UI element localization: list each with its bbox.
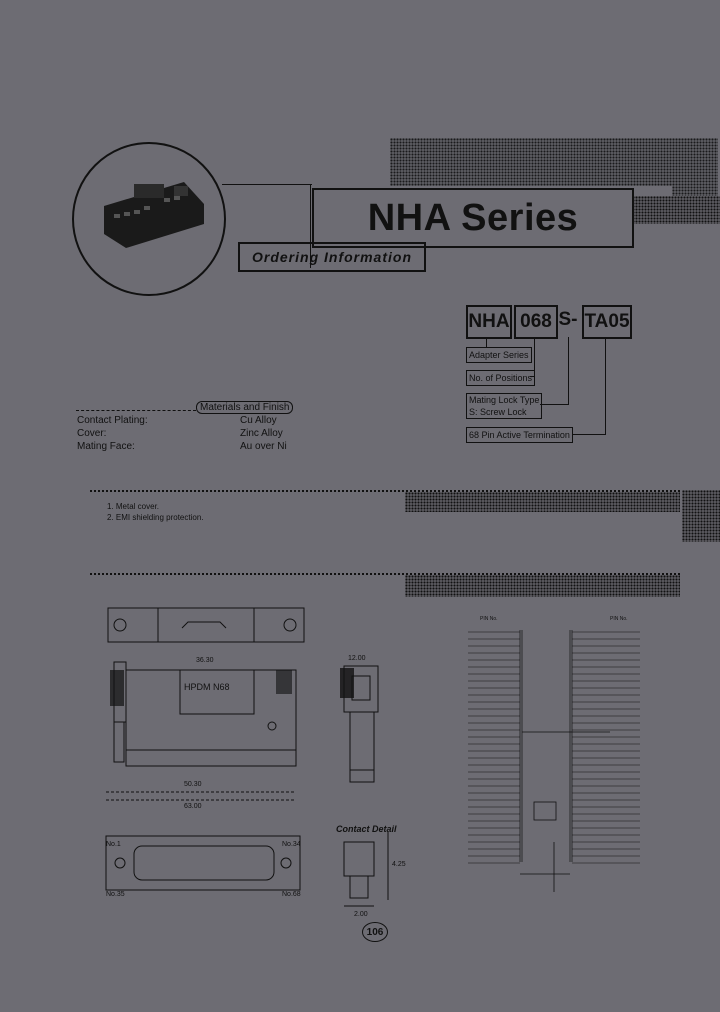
schematic-left-header: PIN No. — [480, 616, 498, 622]
materials-row: Contact Plating: Cu Alloy — [77, 415, 277, 426]
dim-width: 36.30 — [196, 657, 214, 664]
callout-line — [530, 376, 535, 377]
schematic-right-header: PIN No. — [610, 616, 628, 622]
pn-segment-positions: 068 — [514, 305, 558, 339]
callout-positions: No. of Positions — [466, 370, 536, 386]
materials-heading-line — [76, 410, 196, 411]
header-line — [222, 184, 312, 185]
callout-line — [605, 337, 606, 435]
callout-line — [534, 337, 535, 377]
callout-adapter-series: Adapter Series — [466, 347, 532, 363]
product-photo-circle — [72, 142, 226, 296]
materials-row: Cover: Zinc Alloy — [77, 428, 283, 439]
pin-label-no1: No.1 — [106, 841, 121, 848]
callout-line — [572, 434, 606, 435]
callout-screw-lock: S: Screw Lock — [469, 407, 527, 417]
materials-heading: Materials and Finish — [196, 401, 294, 414]
ordering-info-box: Ordering Information — [238, 242, 426, 272]
pin-label-no35: No.35 — [106, 891, 125, 898]
callout-line — [540, 404, 569, 405]
mechanical-drawing: 36.30 12.00 50.30 63.00 No.1 No.34 No.35… — [105, 607, 406, 918]
connector-photo — [104, 182, 204, 248]
page-number: 106 — [362, 922, 388, 942]
pn-segment-series: NHA — [466, 305, 512, 339]
drawings-halftone — [405, 575, 680, 597]
callout-line — [568, 337, 569, 405]
pn-segment-lock: S- — [558, 309, 578, 330]
materials-row: Mating Face: Au over Ni — [77, 441, 287, 452]
header-halftone-right — [632, 196, 720, 224]
header-divider — [310, 184, 311, 268]
connector-label: HPDM N68 — [184, 682, 230, 692]
contact-detail-label: Contact Detail — [336, 824, 397, 834]
dim-depth: 12.00 — [348, 655, 366, 662]
dim-contact-height: 4.25 — [392, 861, 406, 868]
dim-body: 50.30 — [184, 781, 202, 788]
features-halftone-right — [682, 490, 720, 542]
callout-lock-type: Mating Lock Type — [469, 395, 540, 405]
series-title: NHA Series — [367, 196, 579, 239]
callout-line — [486, 337, 487, 347]
callout-termination: 68 Pin Active Termination — [466, 427, 573, 443]
features-halftone — [405, 492, 680, 512]
dim-contact-width: 2.00 — [354, 911, 368, 918]
callout-lock-box: Mating Lock Type S: Screw Lock — [466, 393, 543, 419]
pin-label-no68: No.68 — [282, 891, 301, 898]
feature-item: 2. EMI shielding protection. — [107, 513, 204, 522]
dim-total: 63.00 — [184, 803, 202, 810]
pin-schematic: PIN No. PIN No. — [468, 616, 640, 892]
features-list: 1. Metal cover. 2. EMI shielding protect… — [107, 501, 204, 523]
features-rule — [90, 490, 680, 492]
materials-table: Contact Plating: Cu Alloy Cover: Zinc Al… — [77, 415, 307, 454]
series-title-box: NHA Series — [312, 188, 634, 248]
drawings-rule — [90, 573, 680, 575]
feature-item: 1. Metal cover. — [107, 502, 160, 511]
ordering-info-label: Ordering Information — [252, 249, 412, 265]
pn-segment-termination: TA05 — [582, 305, 632, 339]
pin-label-no34: No.34 — [282, 841, 301, 848]
